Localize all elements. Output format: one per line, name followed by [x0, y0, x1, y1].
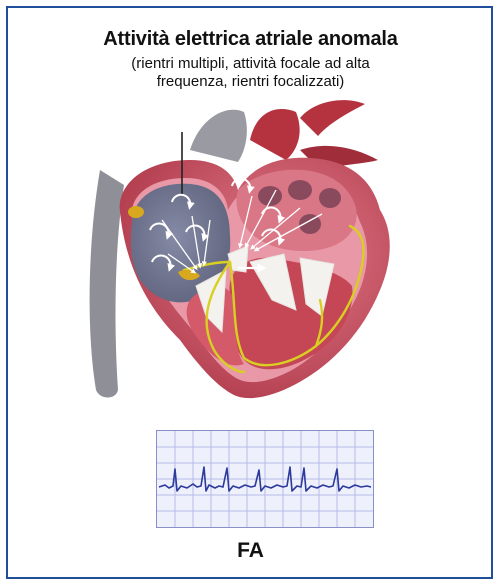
ecg-label: FA: [0, 539, 501, 563]
ecg-chart: [157, 431, 373, 527]
ecg-grid: [157, 431, 373, 527]
ecg-strip: [156, 430, 374, 528]
